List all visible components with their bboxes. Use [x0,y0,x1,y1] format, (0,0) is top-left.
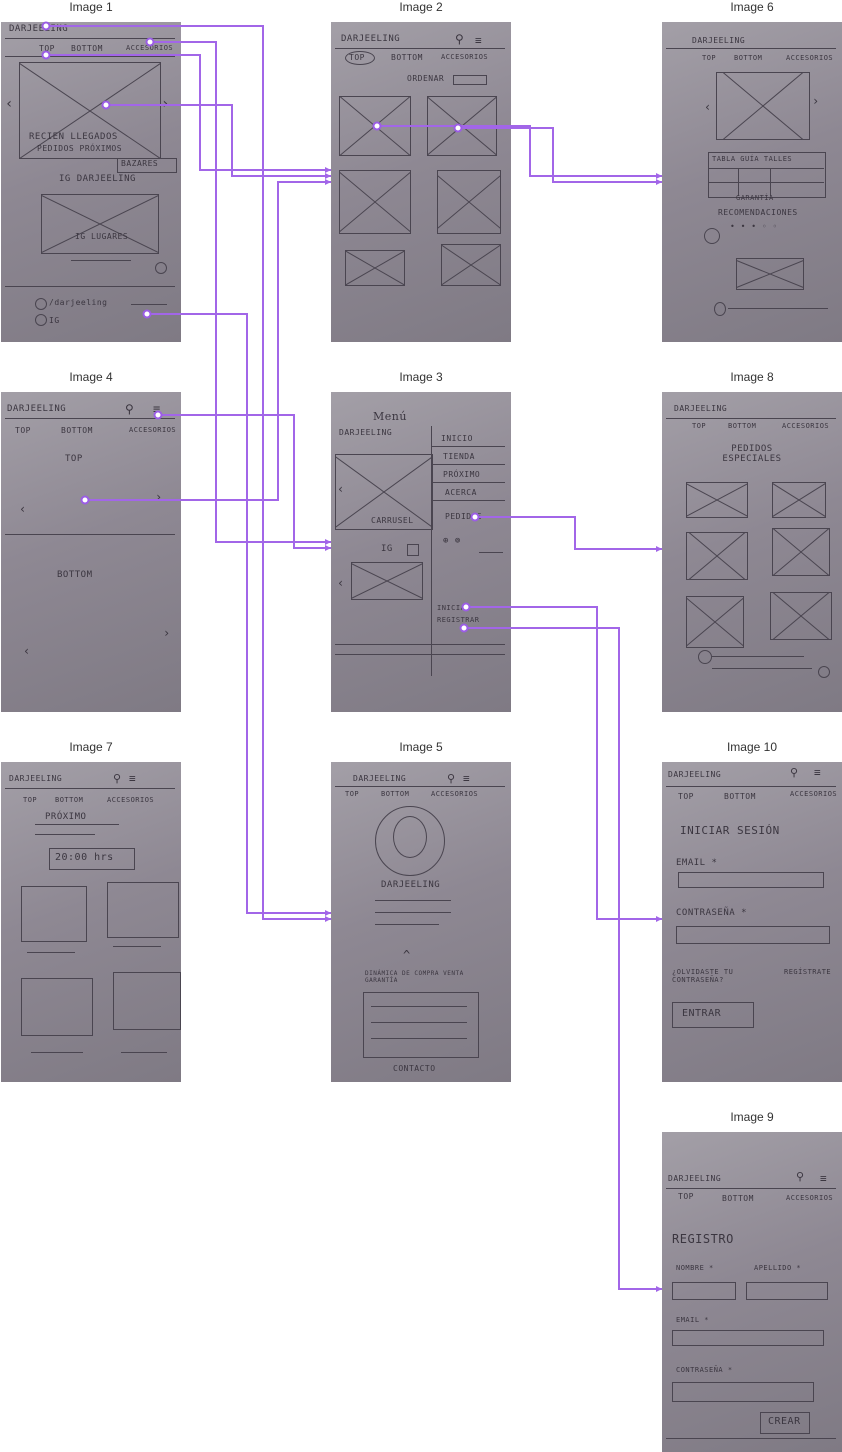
ig-lugares: IG LUGARES [75,232,129,241]
email-field-9[interactable] [672,1330,824,1346]
frame-image-4[interactable]: DARJEELING ⚲ ≡ TOP BOTTOM ACCESORIOS TOP… [1,392,181,712]
carrusel: CARRUSEL [371,516,414,525]
product-card[interactable] [345,250,405,286]
email-label: EMAIL * [676,858,718,868]
contacto[interactable]: CONTACTO [393,1064,436,1073]
frame-image-6[interactable]: DARJEELING TOP BOTTOM ACCESORIOS ‹ › TAB… [662,22,842,342]
countdown: 20:00 hrs [55,852,114,863]
entrar-button[interactable] [672,1002,754,1028]
menu-icon[interactable]: ≡ [153,402,161,416]
brand-text-4: DARJEELING [7,404,67,414]
label-image-4: Image 4 [69,370,113,384]
ordenar[interactable]: ORDENAR [407,74,445,83]
password-label: CONTRASEÑA * [676,908,748,918]
product-card[interactable] [437,170,501,234]
product-image [716,72,810,140]
garantia-link[interactable]: DINÁMICA DE COMPRA VENTA GARANTÍA [365,970,464,984]
nombre-label: NOMBRE * [676,1264,714,1272]
password-field-9[interactable] [672,1382,814,1402]
frame-image-2[interactable]: DARJEELING ⚲ ≡ TOP BOTTOM ACCESORIOS ORD… [331,22,511,342]
apellido-label: APELLIDO * [754,1264,802,1272]
tabla-talles: TABLA GUÍA TALLES [712,155,793,163]
garantia[interactable]: GARANTÍA [736,194,774,202]
product-card[interactable] [427,96,497,156]
password-label-9: CONTRASEÑA * [676,1366,733,1374]
product-card[interactable] [441,244,501,286]
label-image-9: Image 9 [730,1110,774,1124]
menu-proximo[interactable]: PRÓXIMO [443,470,481,479]
label-image-3: Image 3 [399,370,443,384]
nav-bottom: BOTTOM [71,44,103,53]
forgot-password[interactable]: ¿OLVIDASTE TU CONTRASEÑA? [672,968,734,984]
size-table [708,152,826,198]
ig-darjeeling: IG DARJEELING [59,174,136,184]
email-label-9: EMAIL * [676,1316,710,1324]
recien-llegados: RECIEN LLEGADOS [29,132,118,142]
recomendaciones: RECOMENDACIONES [718,208,798,217]
search-icon[interactable]: ⚲ [125,402,135,416]
label-image-6: Image 6 [730,0,774,14]
register-link[interactable]: REGÍSTRATE [784,968,832,976]
wire-image4-menu-to-image3 [158,414,331,549]
pedidos-proximos: PEDIDOS PRÓXIMOS [37,144,123,153]
login-title: INICIAR SESIÓN [680,824,780,837]
brand-text-6: DARJEELING [692,36,746,45]
bottom-section: BOTTOM [57,570,93,580]
menu-inicio[interactable]: INICIO [441,434,473,443]
proximo-title: PRÓXIMO [45,812,87,822]
crear-button[interactable] [760,1412,810,1434]
bazares: BAZARES [121,159,159,168]
product-card[interactable] [339,96,411,156]
menu-iniciar[interactable]: INICIAR [437,604,471,612]
frame-image-3[interactable]: Menú DARJEELING ‹ CARRUSEL IG ‹ INICIO T… [331,392,511,712]
nombre-field[interactable] [672,1282,736,1300]
ig-link[interactable]: IG [49,316,60,325]
menu-registrar[interactable]: REGISTRAR [437,616,480,624]
menu-tienda[interactable]: TIENDA [443,452,475,461]
frame-image-9[interactable]: DARJEELING ⚲ ≡ TOP BOTTOM ACCESORIOS REG… [662,1132,842,1452]
label-image-2: Image 2 [399,0,443,14]
menu-pedidos[interactable]: PEDIDOS [445,512,483,521]
tab-top[interactable]: TOP [349,53,365,62]
menu-acerca[interactable]: ACERCA [445,488,477,497]
label-image-10: Image 10 [726,740,778,754]
brand-text: DARJEELING [9,24,69,34]
tab-accesorios[interactable]: ACCESORIOS [441,53,489,61]
tab-bottom[interactable]: BOTTOM [391,53,423,62]
top-section: TOP [65,454,83,464]
nav-accesorios: ACCESORIOS [126,44,174,52]
email-field[interactable] [678,872,824,888]
menu-icon[interactable]: ≡ [475,34,483,47]
password-field[interactable] [676,926,830,944]
label-image-7: Image 7 [69,740,113,754]
frame-image-1[interactable]: DARJEELING TOP BOTTOM ACCESORIOS ‹ › REC… [1,22,181,342]
label-image-5: Image 5 [399,740,443,754]
frame-image-5[interactable]: DARJEELING ⚲ ≡ TOP BOTTOM ACCESORIOS DAR… [331,762,511,1082]
label-image-8: Image 8 [730,370,774,384]
search-icon[interactable]: ⚲ [455,32,465,46]
label-image-1: Image 1 [69,0,113,14]
apellido-field[interactable] [746,1282,828,1300]
frame-image-7[interactable]: DARJEELING ⚲ ≡ TOP BOTTOM ACCESORIOS PRÓ… [1,762,181,1082]
brand-text-2: DARJEELING [341,34,401,44]
ig-carousel[interactable] [41,194,159,254]
frame-image-10[interactable]: DARJEELING ⚲ ≡ TOP BOTTOM ACCESORIOS INI… [662,762,842,1082]
frame-image-8[interactable]: DARJEELING TOP BOTTOM ACCESORIOS PEDIDOS… [662,392,842,712]
avatar [375,806,445,876]
pedidos-especiales: PEDIDOS ESPECIALES [722,444,782,464]
nav-top: TOP [39,44,55,53]
menu-title: Menú [373,410,407,423]
product-card[interactable] [339,170,411,234]
registro-title: REGISTRO [672,1232,734,1246]
acerca-brand: DARJEELING [381,880,441,890]
fb-link[interactable]: /darjeeling [49,298,108,307]
